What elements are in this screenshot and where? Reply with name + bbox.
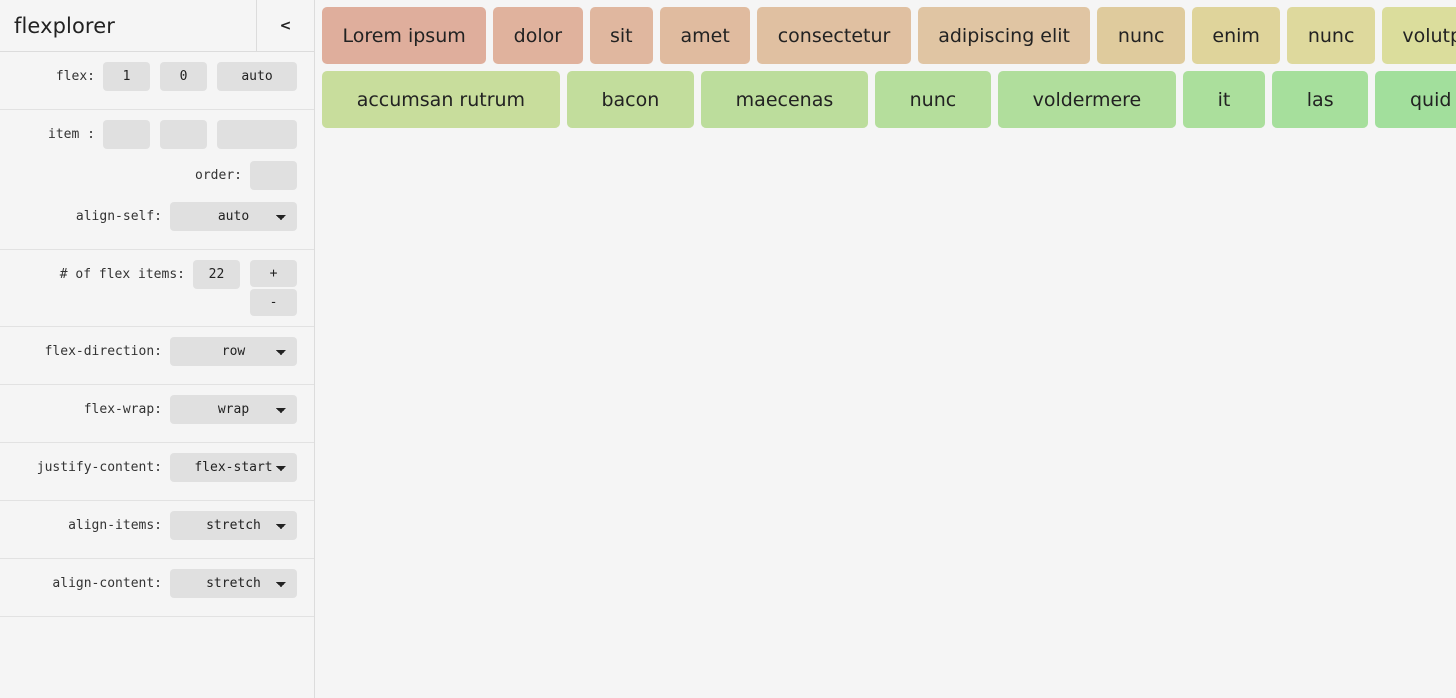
control-fields: autoflex-startflex-endcenterbaselinestre…: [170, 202, 297, 231]
flex-grow-input[interactable]: [103, 62, 150, 91]
control-fields: stretchflex-startflex-endcenterbaseline: [170, 511, 297, 540]
control-label: justify-content:: [36, 460, 162, 475]
justify-content-select[interactable]: flex-startflex-endcenterspace-betweenspa…: [170, 453, 297, 482]
flex-item-label: maecenas: [735, 88, 834, 111]
sidebar: flexplorer < flex: item : order: align-self…: [0, 0, 315, 698]
control-label: # of flex items:: [59, 267, 185, 282]
sidebar-section-item-count: # of flex items: +-: [0, 250, 314, 327]
flex-item[interactable]: nunc: [1097, 7, 1185, 64]
align-items-select[interactable]: stretchflex-startflex-endcenterbaseline: [170, 511, 297, 540]
flex-item[interactable]: consectetur: [757, 7, 911, 64]
flex-item-label: nunc: [1117, 24, 1165, 47]
control-row: justify-content: flex-startflex-endcenter…: [0, 453, 297, 490]
control-row: # of flex items: +-: [0, 260, 297, 316]
flex-item[interactable]: adipiscing elit: [917, 7, 1091, 64]
sidebar-section-flex-shorthand: flex:: [0, 52, 314, 110]
flex-item-label: nunc: [909, 88, 957, 111]
item-basis-input[interactable]: [217, 120, 297, 149]
flex-item[interactable]: sit: [589, 7, 654, 64]
flex-item[interactable]: dolor: [493, 7, 583, 64]
control-label: order:: [195, 168, 242, 183]
control-fields: flex-startflex-endcenterspace-betweenspa…: [170, 453, 297, 482]
control-fields: [103, 62, 297, 91]
align-self-select[interactable]: autoflex-startflex-endcenterbaselinestre…: [170, 202, 297, 231]
order-input[interactable]: [250, 161, 297, 190]
control-fields: [250, 161, 297, 190]
sidebar-section-justify-content: justify-content: flex-startflex-endcenter…: [0, 443, 314, 501]
item-shrink-input[interactable]: [160, 120, 207, 149]
flex-item-label: enim: [1212, 24, 1260, 47]
flex-item-count-input[interactable]: [193, 260, 240, 289]
flex-item[interactable]: accumsan rutrum: [322, 71, 560, 128]
control-label: align-self:: [75, 209, 162, 224]
control-fields: +-: [193, 260, 297, 316]
flex-item-label: quid: [1409, 88, 1452, 111]
flex-direction-select[interactable]: rowrow-reversecolumncolumn-reverse: [170, 337, 297, 366]
control-label: flex-wrap:: [83, 402, 162, 417]
item-grow-input[interactable]: [103, 120, 150, 149]
control-fields: [103, 120, 297, 149]
flex-item-label: bacon: [601, 88, 660, 111]
page-title: flexplorer: [14, 13, 115, 38]
decrement-flex-items-button[interactable]: -: [250, 289, 297, 316]
control-fields: rowrow-reversecolumncolumn-reverse: [170, 337, 297, 366]
flex-item-label: adipiscing elit: [938, 24, 1071, 47]
flex-item[interactable]: it: [1182, 71, 1266, 128]
flex-item[interactable]: quid: [1375, 71, 1456, 128]
flex-item-count-stepper: +-: [250, 260, 297, 316]
control-label: flex-direction:: [44, 344, 162, 359]
chevron-left-icon: <: [279, 17, 292, 34]
sidebar-controls: flex: item : order: align-self: autoflex-sta…: [0, 52, 314, 617]
flex-item[interactable]: las: [1272, 71, 1369, 128]
flex-item-label: voldermere: [1032, 88, 1142, 111]
collapse-sidebar-button[interactable]: <: [256, 0, 314, 52]
sidebar-section-flex-direction: flex-direction: rowrow-reversecolumncolum…: [0, 327, 314, 385]
control-row: flex-wrap: nowrapwrapwrap-reverse: [0, 395, 297, 432]
sidebar-section-flex-wrap: flex-wrap: nowrapwrapwrap-reverse: [0, 385, 314, 443]
control-label: flex:: [55, 69, 95, 84]
flex-item-label: accumsan rutrum: [356, 88, 526, 111]
control-row: flex-direction: rowrow-reversecolumncolum…: [0, 337, 297, 374]
control-row: align-self: autoflex-startflex-endcenterb…: [0, 202, 297, 239]
flex-item[interactable]: maecenas: [700, 71, 868, 128]
flex-container: Lorem ipsum dolor sit amet consectetur adipis…: [322, 7, 1456, 135]
control-row: align-items: stretchflex-startflex-endcen…: [0, 511, 297, 548]
flex-basis-input[interactable]: [217, 62, 297, 91]
control-label: align-items:: [68, 518, 162, 533]
flex-item-label: sit: [609, 24, 633, 47]
control-fields: nowrapwrapwrap-reverse: [170, 395, 297, 424]
increment-flex-items-button[interactable]: +: [250, 260, 297, 287]
flex-item[interactable]: volutpat eget: [1381, 7, 1456, 64]
flex-item-label: Lorem ipsum: [342, 24, 466, 47]
flex-item-label: volutpat eget: [1402, 24, 1456, 47]
sidebar-section-align-content: align-content: stretchflex-startflex-endc…: [0, 559, 314, 617]
flex-shrink-input[interactable]: [160, 62, 207, 91]
flex-item[interactable]: bacon: [566, 71, 694, 128]
sidebar-header: flexplorer <: [0, 0, 314, 52]
flex-item-label: it: [1217, 88, 1231, 111]
flex-item[interactable]: amet: [660, 7, 751, 64]
flex-item-label: las: [1306, 88, 1334, 111]
sidebar-section-align-items: align-items: stretchflex-startflex-endcen…: [0, 501, 314, 559]
control-label: item :: [48, 127, 95, 142]
control-row: flex:: [0, 62, 297, 99]
sidebar-section-item-properties: item : order: align-self: autoflex-startfle…: [0, 110, 314, 250]
flex-wrap-select[interactable]: nowrapwrapwrap-reverse: [170, 395, 297, 424]
flex-canvas: Lorem ipsum dolor sit amet consectetur adipis…: [315, 0, 1456, 698]
flex-item[interactable]: nunc: [874, 71, 991, 128]
flex-item-label: dolor: [513, 24, 563, 47]
flex-item-label: nunc: [1307, 24, 1355, 47]
control-row: align-content: stretchflex-startflex-endc…: [0, 569, 297, 606]
control-fields: stretchflex-startflex-endcenterspace-bet…: [170, 569, 297, 598]
flex-item-label: consectetur: [777, 24, 891, 47]
flex-item[interactable]: enim: [1191, 7, 1281, 64]
flex-item-label: amet: [680, 24, 730, 47]
control-row: item :: [0, 120, 297, 157]
control-row: order:: [0, 161, 297, 198]
flex-item[interactable]: Lorem ipsum: [322, 7, 487, 64]
flex-item[interactable]: nunc: [1287, 7, 1375, 64]
control-label: align-content:: [52, 576, 162, 591]
align-content-select[interactable]: stretchflex-startflex-endcenterspace-bet…: [170, 569, 297, 598]
flex-item[interactable]: voldermere: [997, 71, 1176, 128]
